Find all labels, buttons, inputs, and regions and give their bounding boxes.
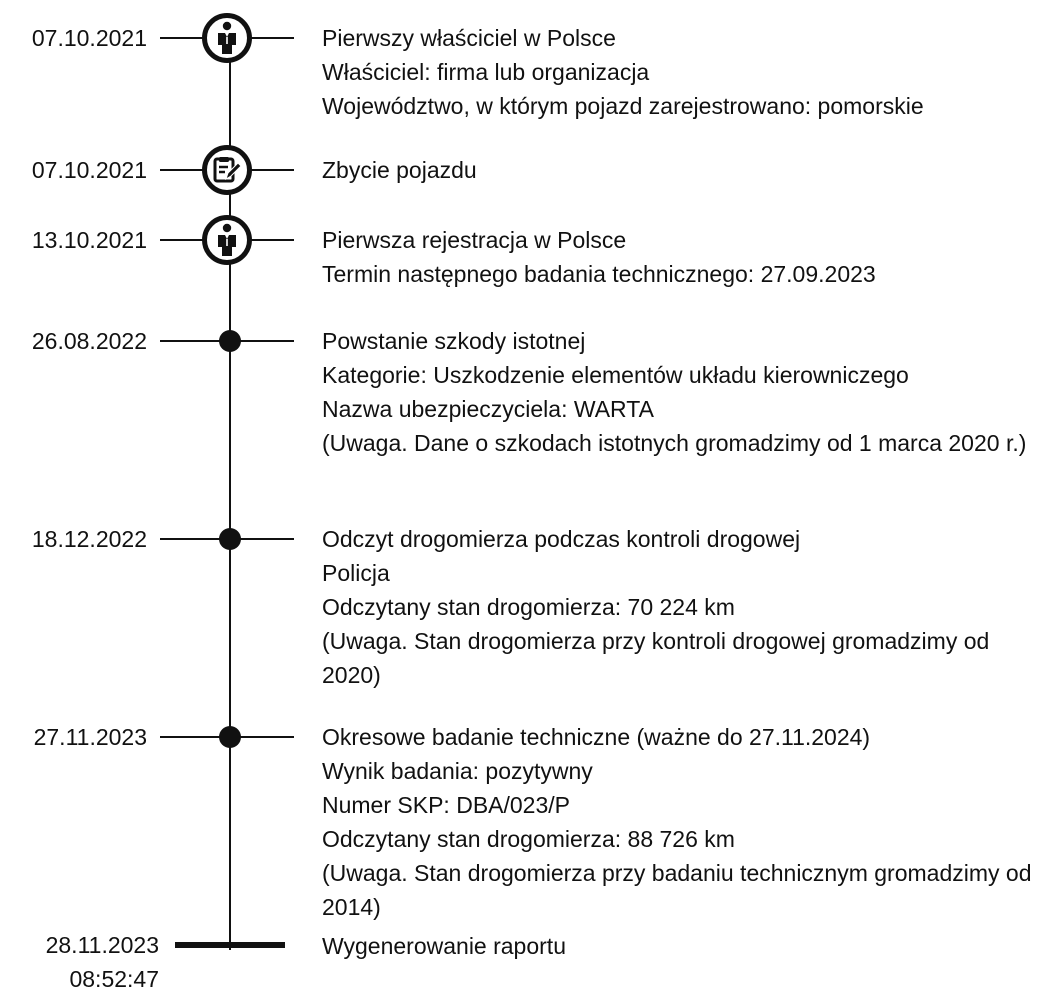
timeline-axis [229,38,231,950]
event-line: Województwo, w którym pojazd zarejestrow… [322,93,924,119]
event-line: (Uwaga. Stan drogomierza przy kontroli d… [322,628,990,688]
timeline-end-bar [175,942,285,948]
connector-left [160,736,230,738]
connector-left [160,239,230,241]
event-line: Kategorie: Uszkodzenie elementów układu … [322,362,909,388]
event-line: Termin następnego badania technicznego: … [322,261,876,287]
person-icon [202,13,252,63]
event-date: 07.10.2021 [31,157,147,183]
connector-right [230,169,294,171]
event-line: Okresowe badanie techniczne (ważne do 27… [322,724,871,750]
timeline-dot [219,528,241,550]
connector-left [160,37,230,39]
event-details: Powstanie szkody istotnej Kategorie: Usz… [322,324,1052,460]
event-line: Odczyt drogomierza podczas kontroli drog… [322,526,801,552]
event-line: Odczytany stan drogomierza: 88 726 km [322,826,735,852]
timeline-event: 07.10.2021 Pierwszy właściciel w Polsce … [0,13,1061,119]
event-line: Właściciel: firma lub organizacja [322,59,650,85]
timeline-event: 07.10.2021 Zbycie pojazdu [0,145,1061,195]
event-line: Pierwszy właściciel w Polsce [322,25,616,51]
edit-document-icon [202,145,252,195]
event-details: Odczyt drogomierza podczas kontroli drog… [322,522,1052,692]
timeline-dot [219,726,241,748]
report-time: 08:52:47 [69,966,159,992]
connector-right [230,239,294,241]
event-line: Wynik badania: pozytywny [322,758,593,784]
event-date: 27.11.2023 [33,724,147,750]
person-icon [202,215,252,265]
timeline-dot [219,330,241,352]
event-date: 07.10.2021 [31,25,147,51]
event-date: 26.08.2022 [31,328,147,354]
event-details: Pierwsza rejestracja w Polsce Termin nas… [322,223,1052,291]
timeline-event: 13.10.2021 Pierwsza rejestracja w Polsce… [0,215,1061,287]
event-date: 18.12.2022 [31,526,147,552]
event-line: (Uwaga. Stan drogomierza przy badaniu te… [322,860,1032,920]
event-details: Okresowe badanie techniczne (ważne do 27… [322,720,1052,924]
event-date: 13.10.2021 [31,227,147,253]
report-date: 28.11.2023 [45,932,159,958]
connector-right [230,37,294,39]
timeline-event: 27.11.2023 Okresowe badanie techniczne (… [0,722,1061,920]
event-details: Zbycie pojazdu [322,153,1052,187]
timeline-event: 26.08.2022 Powstanie szkody istotnej Kat… [0,326,1061,456]
event-line: (Uwaga. Dane o szkodach istotnych gromad… [322,430,1027,456]
event-line: Numer SKP: DBA/023/P [322,792,570,818]
connector-left [160,169,230,171]
timeline-event: 18.12.2022 Odczyt drogomierza podczas ko… [0,524,1061,688]
report-datetime: 28.11.2023 08:52:47 [46,928,159,996]
connector-right [230,736,294,738]
connector-left [160,538,230,540]
event-line: Zbycie pojazdu [322,157,477,183]
event-line: Odczytany stan drogomierza: 70 224 km [322,594,735,620]
event-line: Policja [322,560,390,586]
event-details: Pierwszy właściciel w Polsce Właściciel:… [322,21,1052,123]
event-line: Powstanie szkody istotnej [322,328,586,354]
report-generated-label: Wygenerowanie raportu [322,933,566,959]
event-line: Pierwsza rejestracja w Polsce [322,227,627,253]
connector-left [160,340,230,342]
connector-right [230,340,294,342]
connector-right [230,538,294,540]
event-line: Nazwa ubezpieczyciela: WARTA [322,396,654,422]
